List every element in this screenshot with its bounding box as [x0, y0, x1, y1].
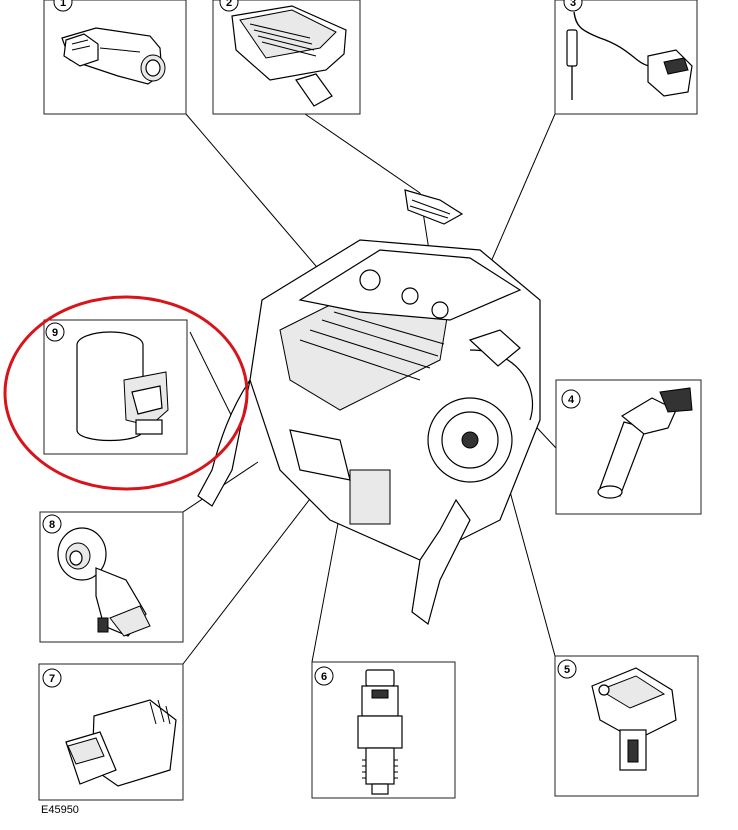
leader-line-7: [182, 481, 324, 665]
svg-text:6: 6: [321, 671, 327, 683]
svg-text:5: 5: [564, 664, 570, 676]
figure-reference-code: E45950: [41, 804, 79, 816]
callout-6: 6: [314, 666, 334, 686]
detail-box-1: [43, 0, 187, 115]
detail-box-5: [554, 655, 699, 797]
callout-1: 1: [53, 0, 73, 12]
svg-text:2: 2: [226, 0, 232, 9]
svg-text:9: 9: [52, 327, 58, 339]
detail-box-9: [43, 319, 188, 455]
callout-4: 4: [561, 389, 581, 409]
detail-box-4: [555, 379, 702, 515]
callout-5: 5: [557, 659, 577, 679]
camshaft-sensor-illustration: [61, 27, 166, 85]
detail-box-3: [554, 0, 698, 115]
svg-text:3: 3: [570, 0, 576, 9]
detail-box-7: [38, 663, 184, 801]
callout-2: 2: [219, 0, 239, 12]
connector-module-illustration: [231, 5, 347, 107]
callout-7: 7: [42, 668, 62, 688]
oxygen-sensor-illustration: [597, 387, 693, 499]
svg-text:1: 1: [60, 0, 66, 9]
svg-text:4: 4: [568, 394, 575, 406]
callout-9: 9: [45, 322, 65, 342]
temperature-switch-illustration: [357, 669, 403, 795]
svg-text:8: 8: [49, 519, 55, 531]
leader-line-9: [189, 331, 237, 426]
knock-sensor-illustration: [57, 527, 151, 637]
map-sensor-illustration: [591, 667, 677, 771]
callout-8: 8: [42, 514, 62, 534]
detail-box-6: [311, 661, 456, 799]
detail-box-8: [39, 511, 184, 643]
leader-line-2a: [304, 113, 421, 194]
callout-3: 3: [563, 0, 583, 12]
engine-illustration: [197, 189, 541, 626]
highlight-circle: [3, 295, 249, 491]
mass-air-flow-sensor-illustration: [76, 331, 169, 442]
detail-box-2: [212, 0, 361, 115]
oil-pressure-switch-illustration: [65, 699, 177, 787]
svg-text:7: 7: [49, 673, 55, 685]
temperature-sensor-illustration: [566, 11, 693, 100]
